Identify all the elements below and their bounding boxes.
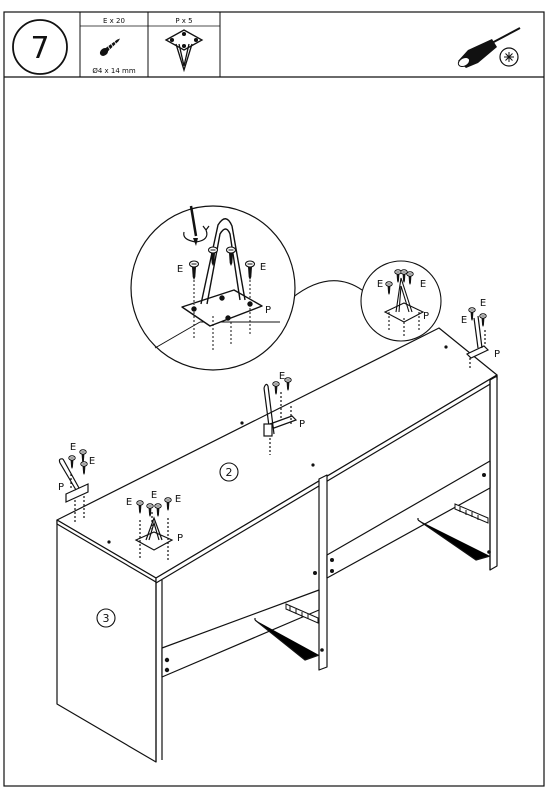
detail-circle-large (130, 205, 296, 371)
label-e: E (70, 442, 76, 453)
label-p: P (177, 533, 183, 544)
step-number-circle (12, 19, 68, 75)
screw-size-label: Ø4 x 14 mm (92, 67, 136, 75)
leg-left-corner (58, 458, 89, 522)
leg-back-right (465, 315, 490, 370)
screwdriver-tip-icon (183, 205, 210, 246)
label-e: E (151, 490, 157, 501)
label-e: E (89, 456, 95, 467)
label-p: P (423, 311, 429, 322)
detail-connector (291, 280, 363, 299)
top-panel-number-circle (219, 462, 239, 482)
cam-holes (107, 345, 491, 673)
drawer-slides (285, 503, 489, 624)
label-e: E (480, 298, 486, 309)
side-panel-number-circle (96, 608, 116, 628)
label-e: E (461, 315, 467, 326)
label-e: E (420, 279, 426, 290)
leg-left-front (134, 512, 174, 560)
leg-detail-large (154, 218, 280, 350)
top-panel-number: 2 (226, 466, 233, 479)
hairpin-leg-icon (164, 29, 204, 73)
label-p: P (494, 349, 500, 360)
page-border (3, 11, 545, 787)
label-e: E (175, 494, 181, 505)
leg-centre (263, 383, 298, 455)
label-p: P (58, 482, 64, 493)
label-e: E (126, 497, 132, 508)
label-e: E (177, 264, 183, 275)
screw-icon (99, 38, 121, 56)
header-bar (4, 12, 544, 78)
label-p: P (265, 305, 271, 316)
label-e: E (279, 371, 285, 382)
leg-quantity-label: P x 5 (175, 17, 192, 25)
screw-quantity-label: E x 20 (103, 17, 125, 25)
leg-detail-small (383, 277, 425, 336)
label-e: E (377, 279, 383, 290)
step-number: 7 (30, 31, 49, 66)
label-e: E (260, 262, 266, 273)
side-panel-number: 3 (103, 612, 110, 625)
cabinet (56, 327, 498, 763)
label-p: P (299, 419, 305, 430)
detail-circle-small (360, 260, 442, 342)
screwdriver-icon (457, 27, 521, 68)
top-panel (56, 327, 498, 579)
